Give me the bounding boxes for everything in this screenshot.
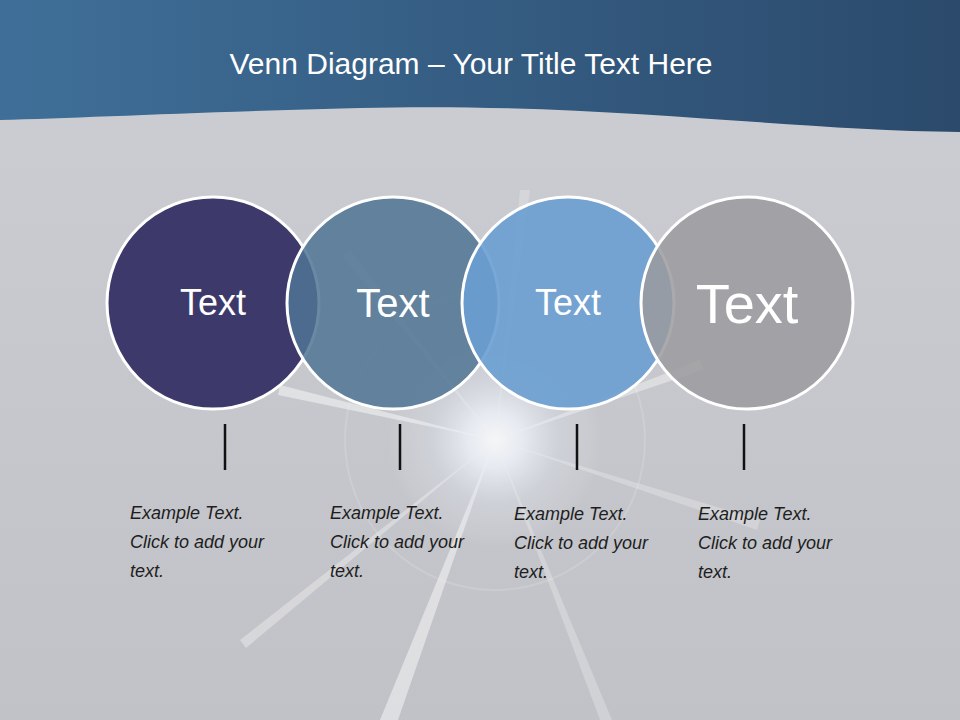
example-text: Example Text. Click to add your text. — [698, 500, 840, 587]
leader-line — [399, 424, 402, 470]
circle-label: Text — [535, 282, 601, 324]
venn-circle: Text — [640, 196, 854, 410]
circle-label: Text — [180, 282, 246, 324]
example-text: Example Text. Click to add your text. — [330, 499, 472, 586]
header-band — [0, 0, 960, 132]
example-text: Example Text. Click to add your text. — [130, 499, 272, 586]
slide-title: Venn Diagram – Your Title Text Here — [229, 47, 712, 81]
leader-line — [743, 424, 746, 470]
leader-line — [576, 424, 579, 470]
circle-label: Text — [356, 281, 429, 326]
example-text: Example Text. Click to add your text. — [514, 500, 656, 587]
circle-label: Text — [696, 271, 799, 336]
leader-lines — [225, 424, 744, 470]
leader-line — [224, 424, 227, 470]
